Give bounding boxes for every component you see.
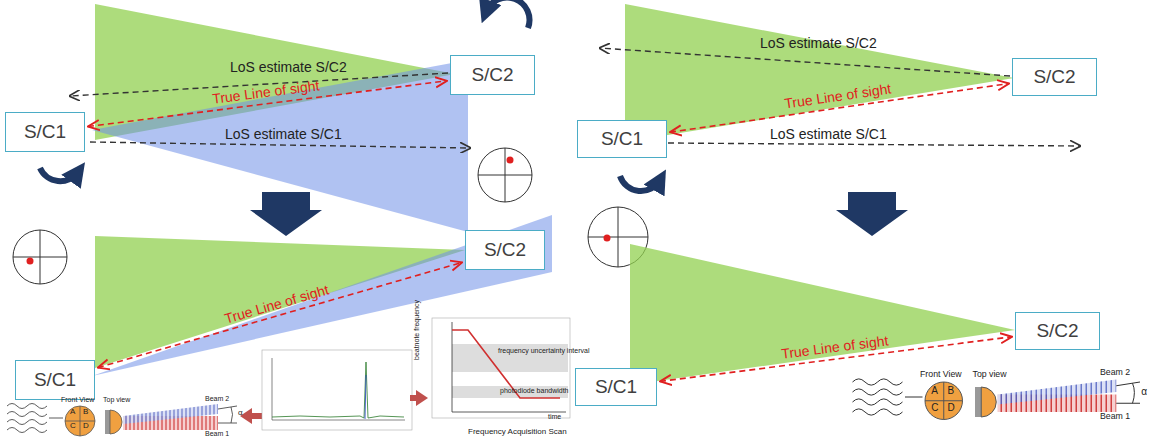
line-of-sight [98,262,462,367]
spacecraft-box: S/C1 [577,120,667,158]
figure-label: α [1141,386,1147,397]
figure-label: Beam 2 [205,395,229,403]
spacecraft-name: S/C1 [595,376,637,398]
figure-label: frequency uncertainty interval [498,347,589,355]
spacecraft-name: S/C2 [1036,320,1078,342]
spacecraft-box: S/C2 [465,230,545,270]
spacecraft-box: S/C2 [450,55,535,95]
spacecraft-name: S/C2 [484,239,526,261]
spacecraft-name: S/C1 [34,369,76,391]
spacecraft-name: S/C2 [471,64,513,86]
figure-label: B [948,385,955,396]
spacecraft-name: S/C1 [24,121,66,143]
figure-label: C [931,402,938,413]
spacecraft-box: S/C1 [15,360,95,400]
spacecraft-box: S/C1 [575,368,657,406]
figure-label: beatnote frequency [413,300,421,360]
figure-label: C [70,422,76,431]
spacecraft-box: S/C1 [5,112,85,152]
figure-label: Beam 1 [1100,412,1130,422]
figure-label: A [70,408,75,417]
figure-label: Frequency Acquisition Scan [468,428,567,437]
figure-label: Beam 2 [1100,368,1130,378]
spacecraft-box: S/C2 [1015,312,1100,350]
figure-label: photodiode bandwidth [500,387,569,395]
arrow-label: LoS estimate S/C2 [760,36,877,51]
spacecraft-name: S/C2 [1033,66,1075,88]
spacecraft-name: S/C1 [601,128,643,150]
arrow-label: LoS estimate S/C1 [770,127,887,142]
figure-label: A [931,385,938,396]
figure-label: α [238,409,243,418]
figure-label: Beam 1 [205,430,229,438]
figure-label: B [83,408,88,417]
arrow-label: LoS estimate S/C1 [225,127,342,142]
arrow-label: LoS estimate S/C2 [230,60,347,75]
figure-label: D [948,402,955,413]
figure-label: Top view [103,396,130,404]
figure-label: Top view [973,370,1007,380]
figure-label: Front View [920,370,962,380]
spacecraft-box: S/C2 [1012,58,1097,96]
figure-label: Front View [61,396,94,404]
figure-label: D [83,422,89,431]
figure-label: time [548,413,561,421]
